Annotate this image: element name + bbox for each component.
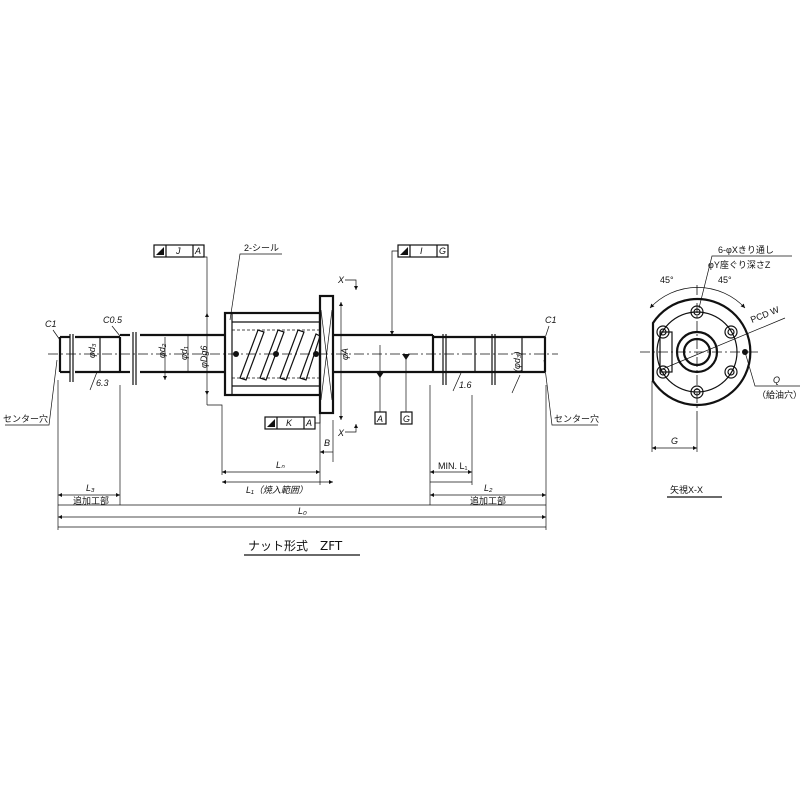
- seal-label: 2-シール: [244, 243, 279, 253]
- dim-L0-label: L₀: [298, 506, 307, 516]
- dia-D-label: φDg6: [199, 346, 209, 368]
- shaft-bore: [682, 337, 712, 367]
- section-mark-top: X: [337, 275, 345, 285]
- roughness-left-label: 6.3: [96, 378, 109, 388]
- svg-text:A: A: [376, 414, 383, 424]
- tolerance-frame-K: K A: [264, 413, 321, 430]
- left-shaft-end: [58, 332, 225, 385]
- chamfer-right-label: C1: [545, 315, 557, 325]
- center-hole-right-label: センター穴: [554, 413, 599, 424]
- svg-text:A: A: [194, 246, 201, 256]
- svg-text:G: G: [439, 246, 446, 256]
- front-view: φd₃ φd₂ φd₁ φDg6 φA (φd₃) C1 C0.5 6.3 1.…: [3, 243, 599, 556]
- datum-G: G: [400, 354, 413, 425]
- center-hole-left-leader: [5, 359, 58, 426]
- center-hole-right-leader: [543, 359, 598, 426]
- dim-B-label: B: [324, 438, 330, 448]
- tolerance-frame-J: J A: [153, 244, 223, 475]
- dim-L2-note: 追加工部: [470, 495, 506, 506]
- bolt-holes: [656, 305, 738, 399]
- ball-nut: [223, 294, 335, 415]
- dia-d3-label: φd₃: [87, 343, 97, 358]
- holes-note-1: 6-φXきり通し: [718, 245, 774, 255]
- dim-Ln-label: Lₙ: [276, 460, 285, 470]
- svg-text:I: I: [420, 246, 423, 256]
- svg-text:G: G: [403, 414, 410, 424]
- dim-L1-label: L₁（焼入範囲）: [246, 485, 308, 495]
- svg-text:K: K: [286, 418, 293, 428]
- tolerance-frame-I: I G: [389, 244, 449, 335]
- flange-outline: [651, 297, 752, 407]
- oil-hole-note: （給油穴）: [757, 389, 800, 400]
- dim-min-L1-label: MIN. L₁: [438, 461, 468, 471]
- angle-left-label: 45°: [660, 275, 674, 285]
- oil-hole-leader: [744, 351, 800, 387]
- dia-d3-ref-label: (φd₃): [512, 352, 522, 372]
- angle-right-label: 45°: [718, 275, 732, 285]
- roughness-right-label: 1.6: [459, 380, 472, 390]
- side-view: 45° 45° 6-φXきり通し φY座ぐり深さZ PCD W Q （給油穴） …: [640, 245, 800, 498]
- dim-G-label: G: [671, 436, 678, 446]
- svg-text:A: A: [305, 418, 312, 428]
- dim-L3-note: 追加工部: [73, 495, 109, 506]
- dim-L2-label: L₂: [484, 483, 493, 493]
- nut-body-circle: [675, 330, 719, 374]
- dia-d1-label: φd₁: [179, 346, 189, 360]
- ball-circuit: [232, 329, 321, 381]
- holes-note-2: φY座ぐり深さZ: [708, 259, 771, 270]
- svg-text:J: J: [175, 246, 181, 256]
- datum-A: A: [374, 345, 387, 425]
- nut-flange: [318, 294, 335, 415]
- center-hole-left-label: センター穴: [3, 413, 48, 424]
- pcd-circle: [656, 311, 738, 393]
- dim-L3-label: L₃: [86, 483, 95, 493]
- oil-hole-label: Q: [773, 375, 780, 385]
- chamfer-left-label: C1: [45, 319, 57, 329]
- chamfer-small-label: C0.5: [103, 315, 123, 325]
- holes-leader: [698, 255, 792, 309]
- dia-A-label: φA: [340, 348, 350, 360]
- view-title: 矢視X-X: [670, 484, 703, 495]
- section-mark-bottom: X: [337, 428, 345, 438]
- drawing-title: ナット形式 ZFT: [248, 539, 343, 553]
- dia-d2-label: φd₂: [157, 343, 167, 358]
- seal-leader: [229, 253, 282, 321]
